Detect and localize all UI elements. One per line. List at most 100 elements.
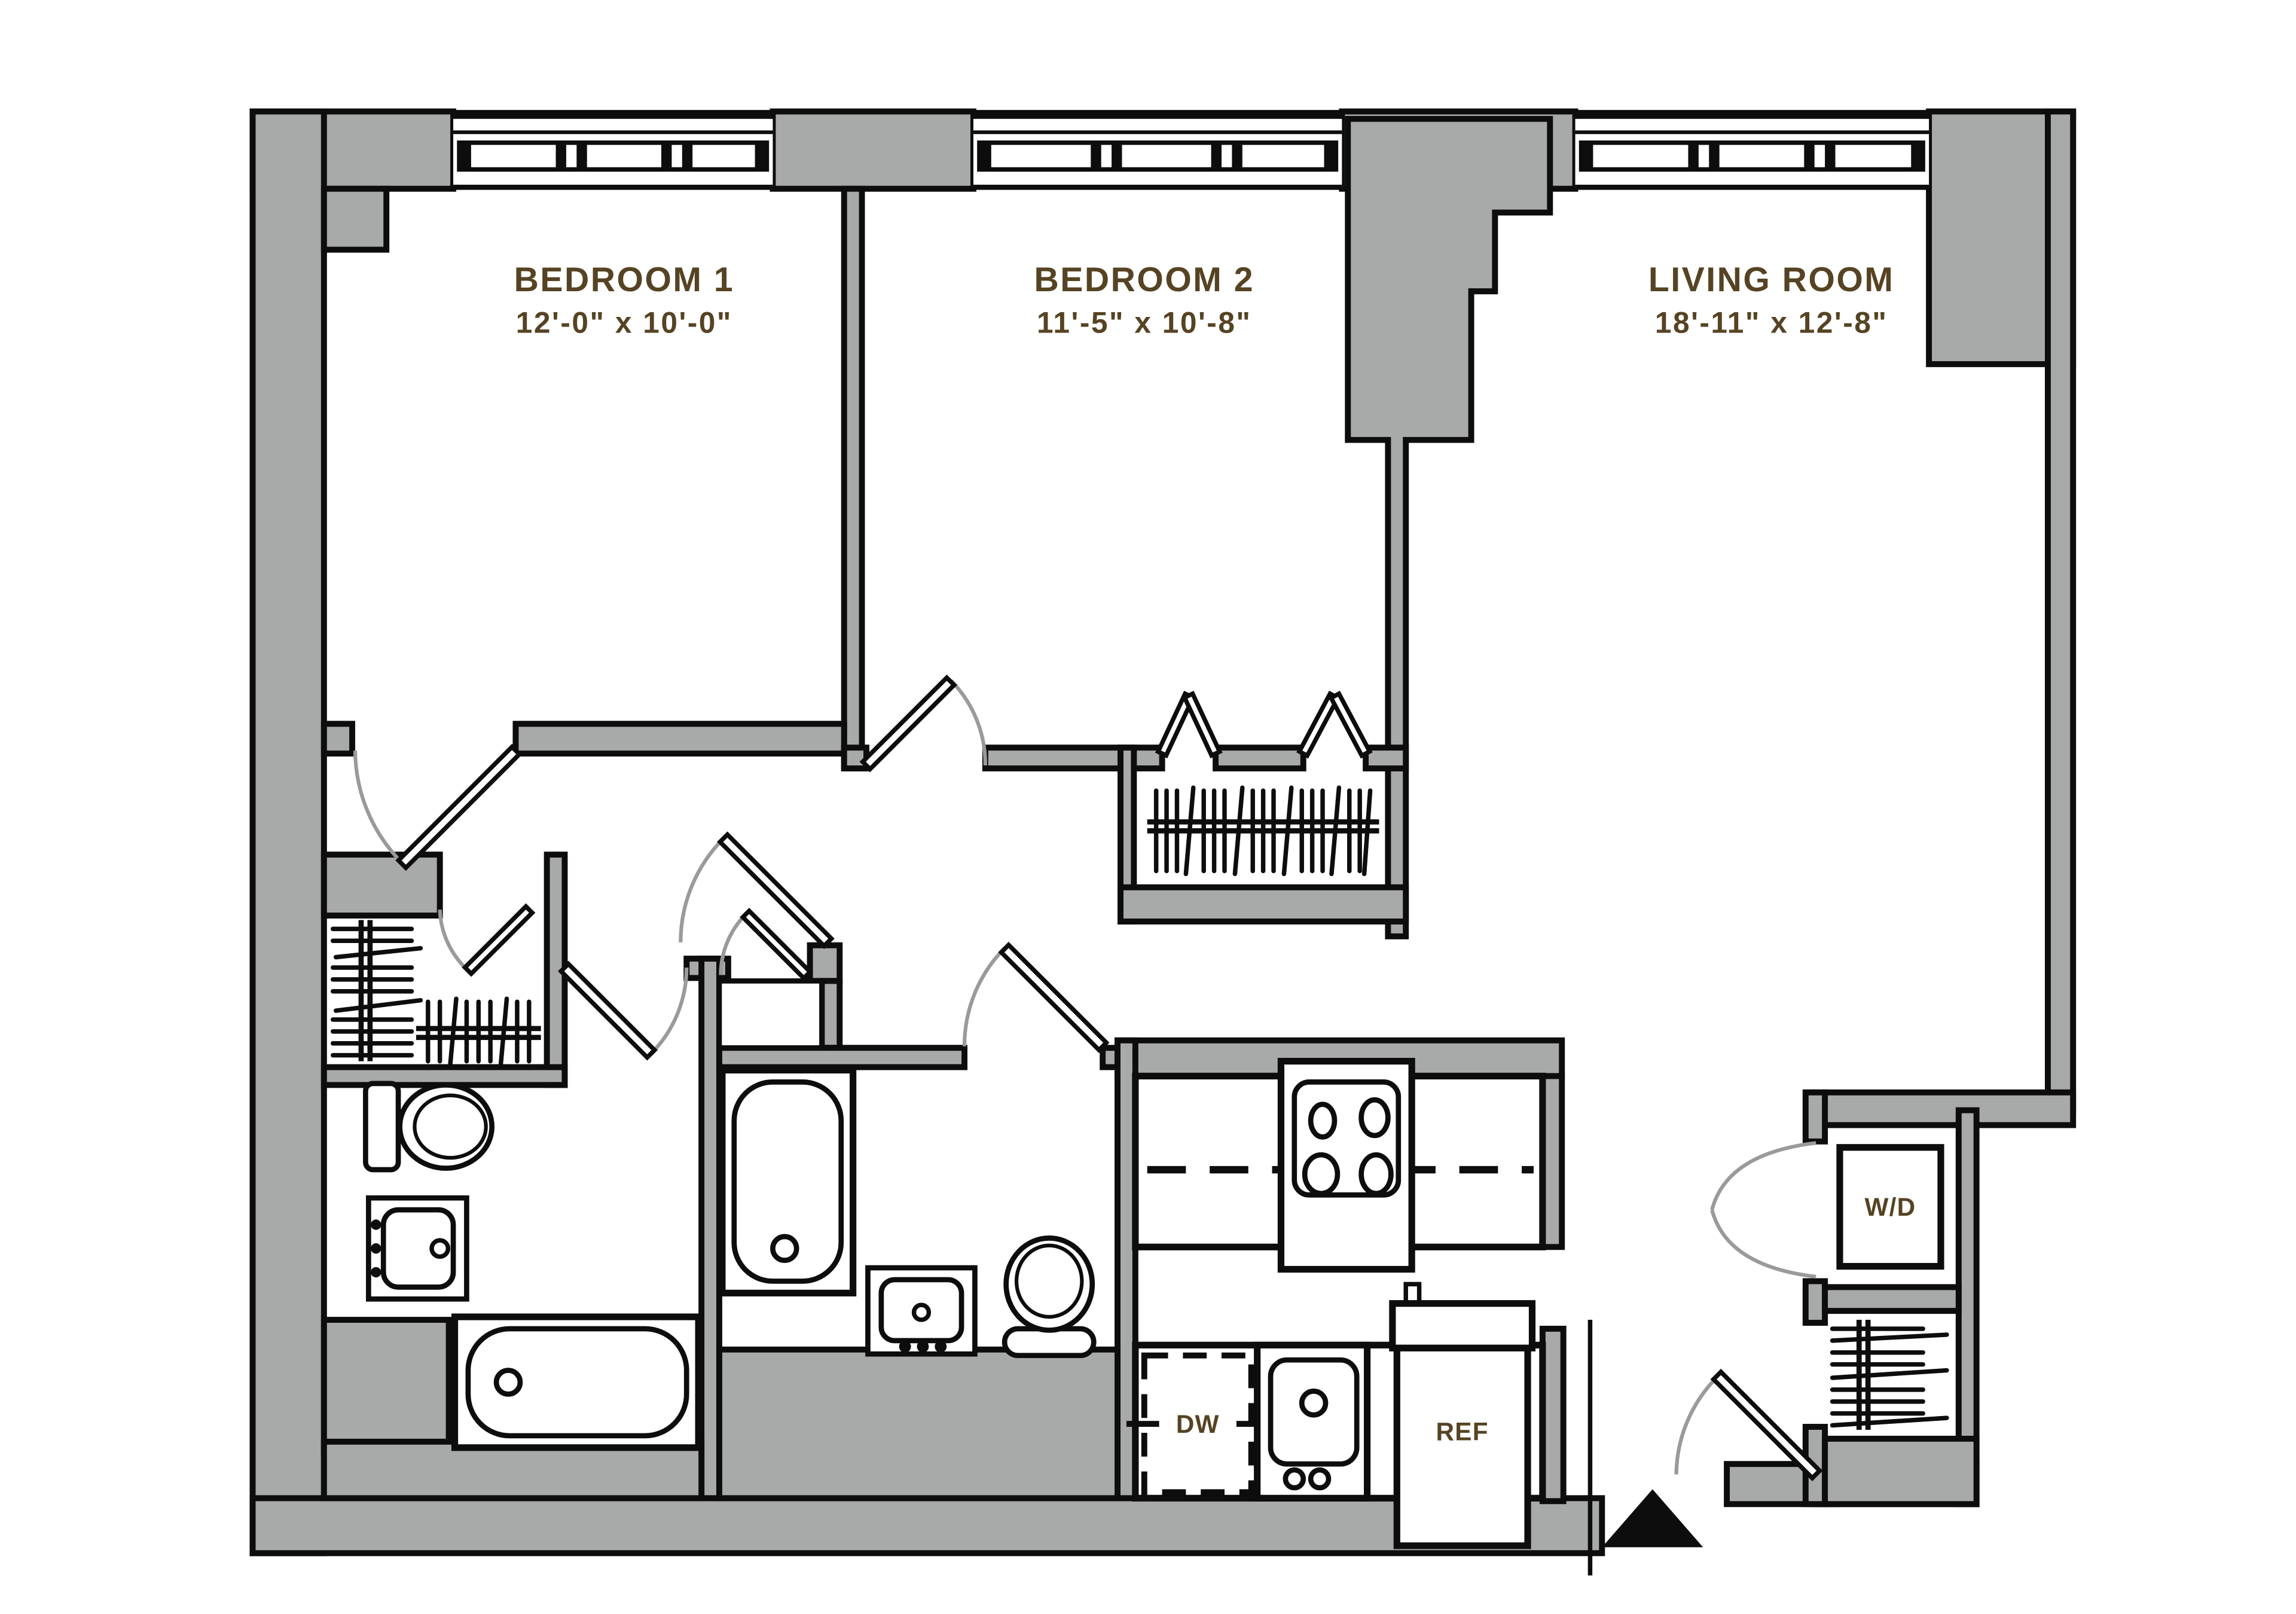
sink-2 — [865, 1265, 978, 1357]
kitchen-counter-bottom: DW REF — [1126, 1282, 1546, 1549]
washer-dryer-box — [1836, 1144, 1944, 1270]
wall-top-pier-mid — [770, 108, 976, 192]
door-leaf — [462, 903, 536, 977]
refrigerator-label: REF — [1436, 1417, 1489, 1445]
wall-walkin-closet-bottom — [320, 1064, 568, 1088]
tub-drain — [493, 1368, 523, 1397]
washer-dryer: W/D — [1836, 1144, 1944, 1270]
walkin-closet-rod-2 — [416, 996, 541, 1067]
wall-entry-closet-bottom — [1822, 1435, 1980, 1508]
bifold-leaf — [1181, 691, 1223, 759]
window-bedroom1 — [453, 118, 773, 190]
wall-bedroom2-closet-bottom — [1118, 884, 1409, 925]
entry-closet-rod — [1830, 1320, 1949, 1430]
wall-bedroom-divider — [841, 185, 865, 771]
door-bathroom1 — [558, 960, 689, 1061]
fixtures: DW REF W/D — [363, 978, 1944, 1549]
wall-walkin-closet-top — [320, 852, 443, 919]
walkin-closet-rod — [331, 920, 423, 1061]
toilet-bowl-inner — [1014, 1243, 1084, 1319]
wall-between-closets — [1822, 1284, 1962, 1314]
walls — [249, 108, 2077, 1557]
ref-body — [1393, 1344, 1531, 1549]
door-washer-dryer-french — [1710, 1141, 1816, 1279]
door-leaf — [1710, 1368, 1823, 1481]
wall-bedroom1-bottom-a — [320, 721, 356, 757]
burner — [1302, 1152, 1341, 1197]
washer-dryer-label: W/D — [1865, 1193, 1916, 1221]
wall-pier-bedroom2-living — [1345, 115, 1553, 939]
door-linen-closet — [719, 907, 814, 981]
wall-bedroom1-bottom-b — [512, 721, 847, 757]
door-leaf — [716, 831, 835, 950]
burner — [1308, 1102, 1338, 1140]
door-walkin-closet — [438, 903, 536, 977]
toilet-1 — [363, 1081, 495, 1173]
wall-right-outer — [2044, 108, 2077, 1113]
tub-basin — [465, 1326, 689, 1439]
kitchen-sink — [1254, 1341, 1371, 1502]
bathtub-1 — [451, 1313, 702, 1451]
bifold-leaf — [1328, 691, 1373, 759]
door-hall — [679, 831, 835, 950]
wall-bathroom2-top-a — [716, 1045, 968, 1070]
kitchen-counter-top — [1132, 1058, 1546, 1273]
door-bedroom2 — [859, 674, 987, 773]
wall-bedroom2-bottom-b — [982, 745, 1123, 771]
wall-bedroom2-bottom-d — [1213, 745, 1306, 771]
door-leaf — [859, 674, 958, 773]
wall-living-room-bottom — [1808, 1089, 2077, 1128]
window-bedroom2 — [973, 118, 1342, 190]
living-room-dimensions: 18'-11" x 12'-8" — [1655, 306, 1888, 340]
wall-bottom-outer — [249, 1495, 1605, 1557]
closet-hatching — [331, 785, 1949, 1430]
wall-left-outer — [249, 108, 327, 1557]
living-room-name: LIVING ROOM — [1648, 261, 1895, 299]
tub-basin — [731, 1079, 844, 1284]
room-labels: BEDROOM 1 12'-0" x 10'-0" BEDROOM 2 11'-… — [514, 261, 1895, 340]
wall-bathroom1-bottom — [320, 1438, 705, 1502]
wall-bedroom2-bottom-e — [1363, 745, 1409, 771]
dishwasher-label: DW — [1176, 1410, 1220, 1438]
door-leaf — [395, 743, 523, 871]
wall-bathroom2-bottom — [716, 1346, 1121, 1502]
ref-top — [1389, 1300, 1536, 1351]
toilet-tank — [363, 1081, 401, 1173]
bedroom2-dimensions: 11'-5" x 10'-8" — [1037, 306, 1251, 340]
toilet-2 — [1002, 1235, 1097, 1359]
sink-1 — [366, 1195, 469, 1302]
doors — [353, 674, 1823, 1576]
bedroom1-name: BEDROOM 1 — [514, 261, 735, 299]
linen-closet-box — [716, 978, 825, 1051]
door-leaf — [998, 941, 1110, 1054]
burner — [1358, 1152, 1394, 1197]
wall-bedroom2-bottom-a — [841, 745, 869, 771]
sink-faucet — [429, 1238, 451, 1259]
wall-shaft-right — [819, 978, 843, 1051]
sink-faucet — [1299, 1389, 1329, 1418]
wall-bathroom1-chunk — [320, 1317, 452, 1457]
toilet-bowl-inner — [413, 1093, 488, 1160]
door-leaf — [558, 960, 658, 1061]
refrigerator: REF — [1389, 1282, 1536, 1549]
wall-closets-left-a — [1802, 1089, 1828, 1145]
burner — [1358, 1097, 1391, 1139]
door-entry — [1587, 1320, 1823, 1576]
door-bedroom1 — [353, 743, 523, 871]
window-living-room — [1575, 118, 1929, 190]
door-leaf — [740, 907, 814, 981]
bathtub-2 — [719, 1066, 857, 1296]
bedroom2-name: BEDROOM 2 — [1034, 261, 1255, 299]
wall-hall-pier — [807, 942, 843, 984]
door-bifold-closet — [1155, 691, 1373, 759]
wall-bedroom1-notch — [320, 185, 390, 253]
entry-triangle-marker — [1602, 1489, 1703, 1548]
sink-basin — [380, 1207, 456, 1290]
bedroom2-closet-rod — [1147, 785, 1379, 877]
tub-drain — [770, 1234, 799, 1263]
windows — [453, 118, 1929, 190]
bedroom1-dimensions: 12'-0" x 10'-0" — [516, 306, 732, 340]
door-bathroom2 — [962, 941, 1110, 1054]
